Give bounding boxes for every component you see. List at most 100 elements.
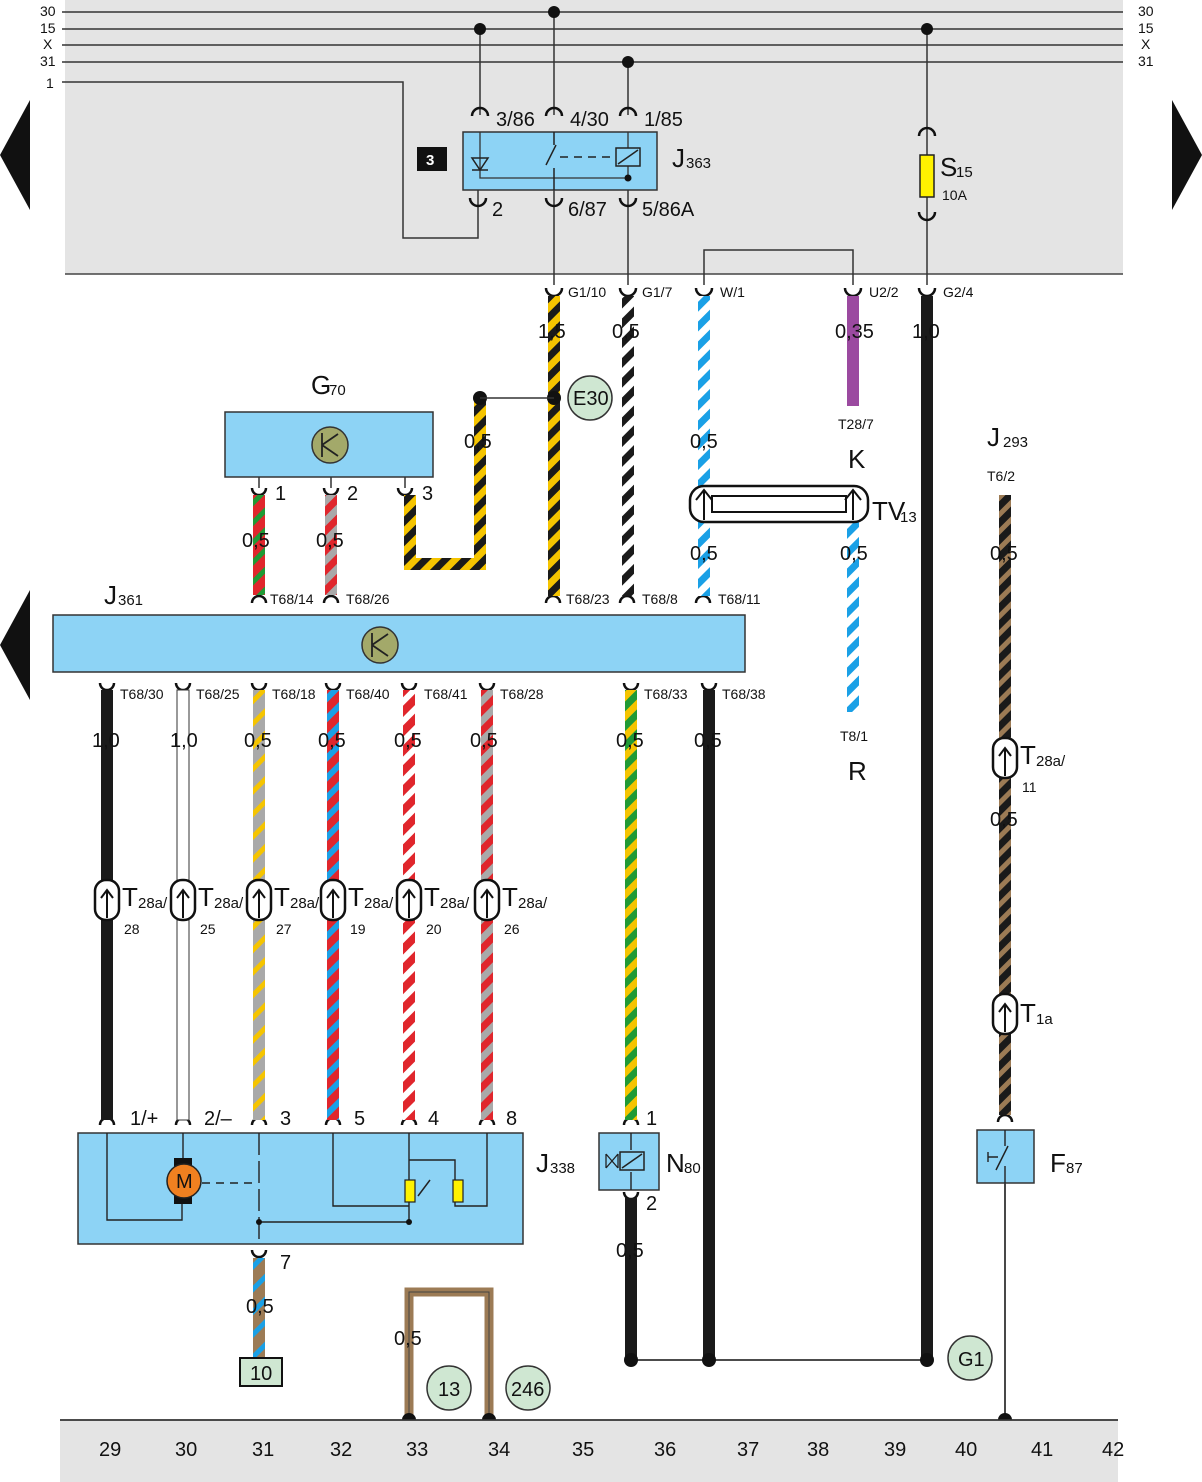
t28a-26-sub: 28a/ [518, 895, 548, 912]
relay-j363[interactable] [462, 131, 658, 191]
size-g2-4: 1,0 [912, 321, 940, 343]
size-t68-38: 0,5 [694, 730, 722, 752]
j361-pin-t68-41: T68/41 [424, 686, 468, 702]
reference-13[interactable] [426, 1365, 472, 1411]
track-35: 35 [572, 1439, 594, 1461]
relay-pin-3-86: 3/86 [496, 109, 535, 131]
size-e30-branch: 0,5 [464, 431, 492, 453]
n80-pin-1: 1 [646, 1108, 657, 1130]
size-w1-lower: 0,5 [690, 543, 718, 565]
pin-u2-2: U2/2 [869, 284, 899, 300]
size-tv-right: 0,5 [840, 543, 868, 565]
track-38: 38 [807, 1439, 829, 1461]
relay-pin-6-87: 6/87 [568, 199, 607, 221]
size-t68-25: 1,0 [170, 730, 198, 752]
size-g70-2: 0,5 [316, 530, 344, 552]
j361-pin-t68-28: T68/28 [500, 686, 544, 702]
t28a-28-num: 28 [124, 921, 140, 937]
relay-name: J [672, 143, 685, 173]
g70-name: G [311, 370, 331, 400]
g70-sub: 70 [329, 382, 346, 399]
t28a-27-num: 27 [276, 921, 292, 937]
size-g1-7: 0,5 [612, 321, 640, 343]
j338-pin-5: 5 [354, 1108, 365, 1130]
transistor-icon [311, 426, 349, 464]
reference-g1[interactable] [947, 1335, 993, 1381]
previous-page-arrow-lower[interactable] [0, 590, 30, 700]
relay-pin-5-86a: 5/86A [642, 199, 695, 221]
r-connector-letter: R [848, 756, 867, 786]
next-page-arrow[interactable] [1172, 100, 1202, 210]
k-connector-letter: K [848, 444, 866, 474]
j361-pin-t68-25: T68/25 [196, 686, 240, 702]
valve-icon [605, 1153, 619, 1169]
t1a-name: T [1020, 998, 1036, 1028]
j361-pin-t68-26: T68/26 [346, 591, 390, 607]
track-33: 33 [406, 1439, 428, 1461]
control-unit-j361[interactable] [52, 614, 746, 673]
size-u2-2: 0,35 [835, 321, 874, 343]
relay-pin-4-30: 4/30 [570, 109, 609, 131]
pin-w-1: W/1 [720, 284, 745, 300]
t28a-20-num: 20 [426, 921, 442, 937]
t28a-19-name: T [348, 882, 364, 912]
reference-246[interactable] [505, 1365, 551, 1411]
j338-pin-2: 2/– [204, 1108, 233, 1130]
rail-label-31: 31 [40, 53, 56, 69]
t1a-sub: 1a [1036, 1011, 1053, 1028]
j338-pin-1: 1/+ [130, 1108, 158, 1130]
j361-pin-t68-38: T68/38 [722, 686, 766, 702]
reference-e30-label: E30 [573, 388, 609, 410]
reference-10-label: 10 [250, 1363, 272, 1385]
g70-pin-1: 1 [275, 483, 286, 505]
size-loop: 0,5 [394, 1328, 422, 1350]
rail-label-15-right: 15 [1138, 20, 1154, 36]
rail-label-30-right: 30 [1138, 3, 1154, 19]
valve-n80[interactable] [598, 1132, 660, 1191]
reference-10[interactable] [239, 1357, 283, 1387]
j361-pin-t68-11: T68/11 [718, 591, 761, 607]
tv13-name: TV [872, 496, 906, 526]
j361-name: J [104, 580, 117, 610]
t28a-27-name: T [274, 882, 290, 912]
connector-symbols [98, 106, 1014, 1259]
j293-name: J [987, 422, 1000, 452]
size-j338-pin7: 0,5 [246, 1296, 274, 1318]
motor-label: M [176, 1171, 193, 1193]
t28a-connectors[interactable] [93, 736, 1019, 1036]
t28a-20-name: T [424, 882, 440, 912]
t28a-26-name: T [502, 882, 518, 912]
j361-pin-t68-18: T68/18 [272, 686, 316, 702]
f87-sub: 87 [1066, 1160, 1083, 1177]
tv13-sub: 13 [900, 509, 917, 526]
rail-label-31-right: 31 [1138, 53, 1154, 69]
fuse-sub: 15 [956, 164, 973, 181]
size-t68-41: 0,5 [394, 730, 422, 752]
rail-label-30: 30 [40, 3, 56, 19]
component-g70[interactable] [224, 411, 434, 488]
fuse-s15[interactable] [919, 132, 935, 285]
previous-page-arrow[interactable] [0, 100, 30, 210]
j293-pin: T6/2 [987, 468, 1015, 484]
reference-246-label: 246 [511, 1379, 544, 1401]
n80-name: N [666, 1148, 685, 1178]
relay-pin-1-85: 1/85 [644, 109, 683, 131]
size-t68-33: 0,5 [616, 730, 644, 752]
actuator-j338[interactable]: M [77, 1132, 524, 1245]
j293-sub: 293 [1003, 434, 1028, 451]
rail-label-1: 1 [46, 75, 54, 91]
reference-e30[interactable] [567, 375, 613, 421]
connector-tv13[interactable] [688, 484, 870, 524]
j361-pin-t68-33: T68/33 [644, 686, 688, 702]
j338-pin-8: 8 [506, 1108, 517, 1130]
t28a-19-num: 19 [350, 921, 366, 937]
t28a-25-name: T [198, 882, 214, 912]
size-g1-10: 1,5 [538, 321, 566, 343]
t28a-26-num: 26 [504, 921, 520, 937]
t28a-25-num: 25 [200, 921, 216, 937]
r-connector-pin: T8/1 [840, 728, 868, 744]
t28a-28-sub: 28a/ [138, 895, 168, 912]
motor-icon [166, 1163, 202, 1199]
switch-f87[interactable] [976, 1129, 1035, 1184]
track-strip [60, 1420, 1118, 1482]
